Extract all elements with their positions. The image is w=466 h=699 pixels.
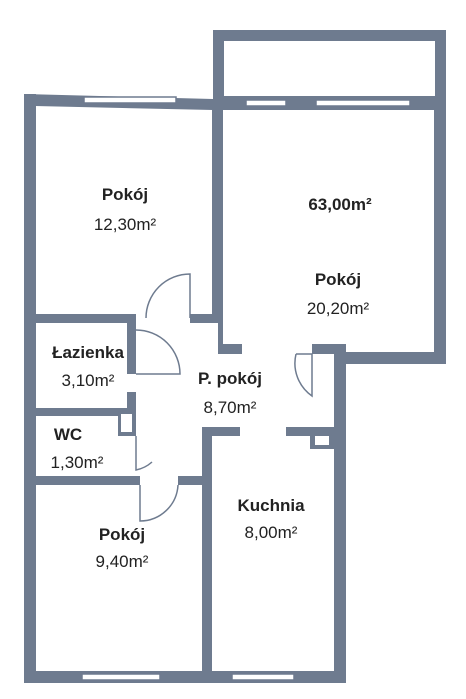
room-name-wc: WC (54, 425, 82, 444)
total-area: 63,00m² (308, 195, 372, 214)
room-name-pokoj-1: Pokój (102, 185, 148, 204)
door-wc (135, 436, 153, 471)
room-name-pokoj-3: Pokój (99, 525, 145, 544)
door-pokoj-1 (145, 273, 191, 319)
walls (24, 30, 446, 683)
room-area-pokoj-1: 12,30m² (94, 215, 157, 234)
window-kuchnia (231, 673, 295, 681)
windows (81, 96, 411, 681)
room-area-pokoj-2: 20,20m² (307, 299, 370, 318)
wc-niche (121, 414, 132, 432)
room-name-lazienka: Łazienka (52, 343, 124, 362)
doors (135, 273, 313, 522)
room-area-pokoj-3: 9,40m² (96, 552, 149, 571)
room-name-pokoj-2: Pokój (315, 270, 361, 289)
ventilation-duct (315, 436, 329, 445)
door-pokoj-2 (294, 353, 313, 398)
window-balcony-left (245, 99, 287, 107)
door-pokoj-3 (139, 484, 179, 522)
door-lazienka (135, 329, 181, 375)
room-area-kuchnia: 8,00m² (245, 523, 298, 542)
room-labels: 63,00m² Pokój 12,30m² Pokój 20,20m² Łazi… (51, 185, 372, 571)
room-area-przedpokoj: 8,70m² (204, 398, 257, 417)
room-area-lazienka: 3,10m² (62, 371, 115, 390)
room-area-wc: 1,30m² (51, 453, 104, 472)
window-balcony-right (315, 99, 411, 107)
window-pokoj-1 (83, 96, 177, 104)
room-name-przedpokoj: P. pokój (198, 369, 262, 388)
room-name-kuchnia: Kuchnia (237, 496, 305, 515)
window-pokoj-3 (81, 673, 161, 681)
